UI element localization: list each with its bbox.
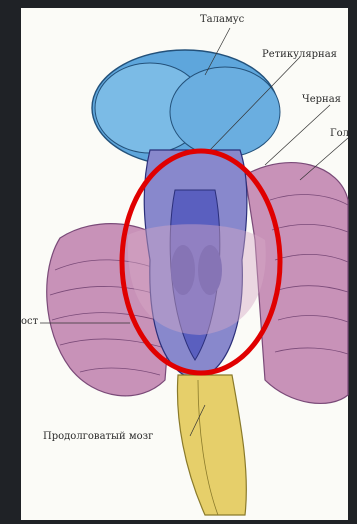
label-reticular: Ретикулярная [262, 49, 337, 60]
label-thalamus: Таламус [200, 14, 244, 25]
right-dark-strip [348, 0, 357, 520]
label-pons-partial: ост [21, 316, 38, 327]
label-substantia-nigra: Черная [302, 94, 341, 105]
label-head-partial: Гол [330, 128, 349, 139]
thalamus-right-lobe [170, 67, 280, 157]
label-medulla: Продолговатый мозг [43, 431, 153, 442]
